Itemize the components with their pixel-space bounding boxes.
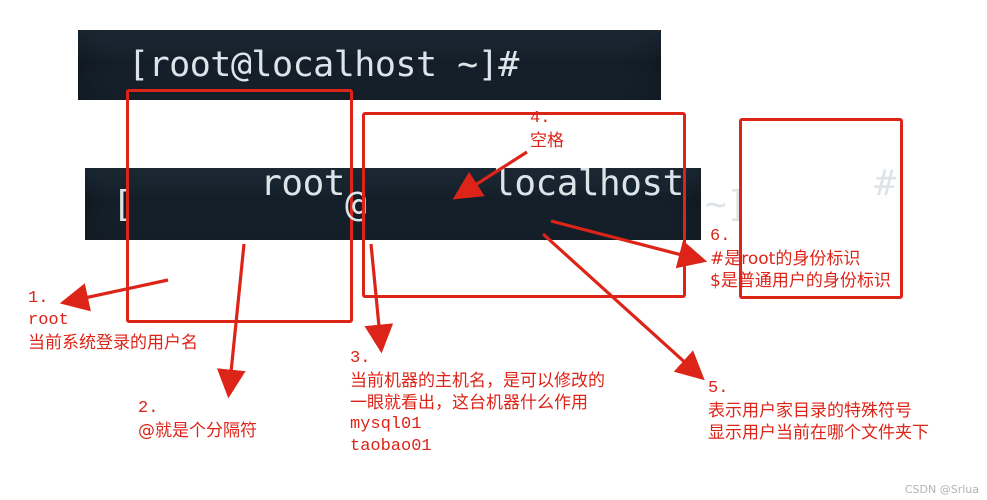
- prompt-bracket-open: [: [112, 183, 134, 225]
- note-6-identity-marker: 6. #是root的身份标识 $是普通用户的身份标识: [710, 226, 891, 292]
- note-1-code: root: [28, 311, 69, 330]
- note-3-code-2: taobao01: [350, 437, 432, 456]
- watermark: CSDN @Srlua: [904, 483, 979, 496]
- terminal-bar-top: [root@localhost ~]#: [78, 30, 661, 100]
- note-2-separator: 2. @就是个分隔符: [138, 398, 257, 442]
- note-6-line1: #是root的身份标识: [710, 249, 861, 269]
- prompt-tilde-bracket: ~]: [683, 183, 748, 225]
- prompt-hostname: localhost: [362, 112, 686, 298]
- note-5-number: 5.: [708, 379, 729, 398]
- note-3-line2: 一眼就看出，这台机器什么作用: [350, 393, 588, 413]
- note-3-number: 3.: [350, 349, 371, 368]
- note-6-number: 6.: [710, 227, 731, 246]
- note-2-text: @就是个分隔符: [138, 421, 257, 441]
- note-3-hostname: 3. 当前机器的主机名，是可以修改的 一眼就看出，这台机器什么作用 mysql0…: [350, 348, 605, 458]
- note-1-number: 1.: [28, 289, 49, 308]
- prompt-hostname-text: localhost: [493, 163, 684, 204]
- prompt-username: root: [126, 89, 353, 323]
- prompt-hash-text: #: [874, 163, 896, 204]
- prompt-at-separator: @: [344, 183, 367, 225]
- highlight-box-hostname: [362, 112, 686, 298]
- note-5-line1: 表示用户家目录的特殊符号: [708, 401, 912, 421]
- terminal-bar-bottom: [ root @ localhost ~] #: [85, 89, 903, 323]
- prompt-username-text: root: [260, 163, 345, 204]
- note-4-number: 4.: [530, 109, 551, 128]
- note-3-line1: 当前机器的主机名，是可以修改的: [350, 371, 605, 391]
- note-6-line2: $是普通用户的身份标识: [710, 271, 891, 291]
- note-5-home-symbol: 5. 表示用户家目录的特殊符号 显示用户当前在哪个文件夹下: [708, 378, 929, 444]
- terminal-prompt-top: [root@localhost ~]#: [128, 45, 519, 85]
- note-3-code-1: mysql01: [350, 415, 422, 434]
- note-4-text: 空格: [530, 131, 564, 151]
- note-2-number: 2.: [138, 399, 159, 418]
- note-4-space: 4. 空格: [530, 108, 564, 152]
- note-1-text: 当前系统登录的用户名: [28, 333, 198, 353]
- note-1-username: 1. root 当前系统登录的用户名: [28, 288, 198, 354]
- note-5-line2: 显示用户当前在哪个文件夹下: [708, 423, 929, 443]
